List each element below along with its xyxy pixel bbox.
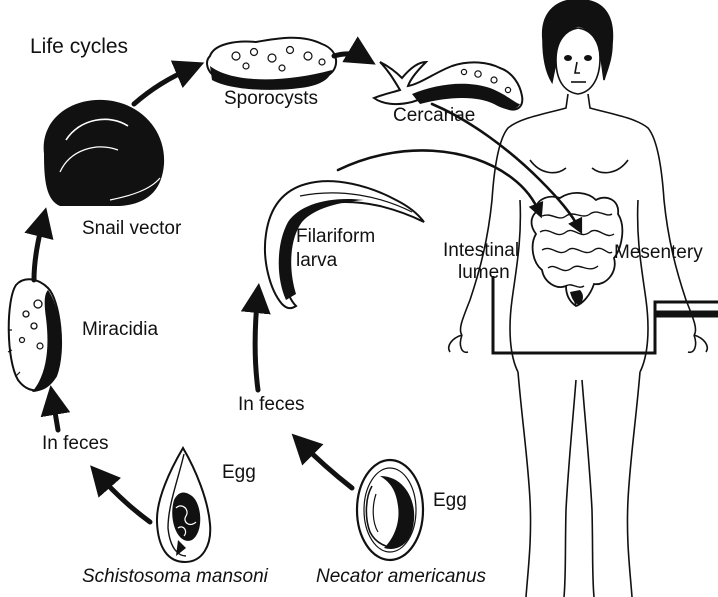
label-miracidia: Miracidia [82, 319, 158, 341]
necator-egg [357, 460, 423, 560]
label-egg-necator: Egg [433, 490, 467, 512]
label-snail-vector: Snail vector [82, 218, 181, 240]
label-species-necator: Necator americanus [316, 566, 486, 588]
sporocysts-organism [207, 38, 336, 90]
arrow-egg-to-feces [96, 472, 150, 522]
label-in-feces-schistosoma: In feces [42, 433, 109, 455]
snail-organism [44, 100, 164, 206]
arrow-sporocysts-to-cercariae [334, 54, 368, 60]
label-egg-schistosoma: Egg [222, 462, 256, 484]
label-intestinal-line1: Intestinal [443, 240, 519, 262]
label-filariform-line1: Filariform [296, 226, 375, 248]
label-sporocysts: Sporocysts [224, 88, 318, 110]
label-in-feces-necator: In feces [238, 394, 305, 416]
arrow-snail-to-sporocysts [134, 66, 196, 104]
diagram-title: Life cycles [30, 36, 128, 58]
miracidia-organism [8, 279, 61, 392]
cercariae-organism [374, 62, 522, 110]
intestines [532, 193, 623, 306]
human-face [556, 28, 600, 94]
arrow-feces-to-miracidia [52, 394, 58, 430]
schistosoma-egg [157, 448, 210, 562]
arrow-feces-to-larva [255, 292, 258, 390]
label-mesentery: Mesentery [614, 242, 703, 264]
arrow-egg-to-feces-necator [298, 440, 352, 488]
label-cercariae: Cercariae [393, 105, 475, 127]
label-intestinal-line2: lumen [458, 262, 510, 284]
arrow-miracidia-to-snail [34, 216, 44, 280]
label-filariform-line2: larva [296, 250, 337, 272]
label-species-schistosoma: Schistosoma mansoni [82, 566, 268, 588]
